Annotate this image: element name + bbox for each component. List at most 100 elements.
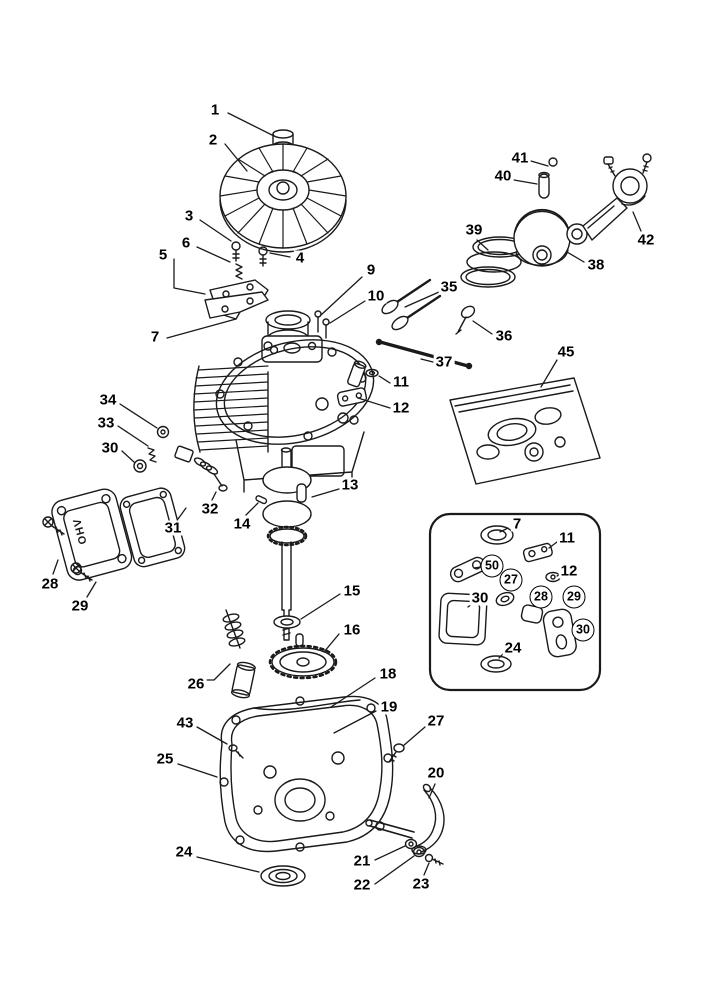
leader-line-1 xyxy=(227,112,275,137)
leader-line-37 xyxy=(420,358,434,363)
oil-seal xyxy=(260,865,306,887)
leader-line-7 xyxy=(166,318,237,339)
leader-line-21 xyxy=(374,845,406,861)
part-label-2: 2 xyxy=(206,131,220,149)
part-label-29: 29 xyxy=(562,585,586,609)
leader-line-16 xyxy=(323,633,340,653)
leader-line-5 xyxy=(173,258,206,295)
part-label-33: 33 xyxy=(95,414,117,432)
leader-line-27 xyxy=(402,726,426,747)
leader-line-18 xyxy=(330,677,376,708)
governor-parts xyxy=(133,425,228,492)
part-label-19: 19 xyxy=(378,698,400,716)
leader-line-36 xyxy=(472,320,493,335)
leader-line-28 xyxy=(52,559,59,575)
leader-line-4 xyxy=(269,252,291,258)
baffle-plate xyxy=(204,291,269,319)
part-label-31: 31 xyxy=(162,519,184,537)
leader-line-7 xyxy=(499,527,509,533)
part-label-25: 25 xyxy=(154,750,176,768)
leader-line-12 xyxy=(357,397,391,409)
valve-cover: OHV xyxy=(51,488,133,581)
leader-line-11 xyxy=(378,375,391,384)
part-label-12: 12 xyxy=(558,562,580,580)
part-label-45: 45 xyxy=(555,343,577,361)
leader-line-34 xyxy=(119,403,158,429)
connecting-rod xyxy=(566,153,652,245)
leader-line-43 xyxy=(196,726,228,745)
gasket-kit-bag xyxy=(449,377,601,485)
leader-line-31 xyxy=(177,507,187,520)
gasket-kit-box xyxy=(428,512,602,692)
leader-line-15 xyxy=(300,593,341,620)
part-label-30: 30 xyxy=(99,439,121,457)
part-label-13: 13 xyxy=(339,476,361,494)
leader-line-39 xyxy=(476,239,489,251)
part-label-24: 24 xyxy=(173,843,195,861)
part-label-27: 27 xyxy=(425,712,447,730)
cylinder-block xyxy=(193,310,375,493)
part-label-30: 30 xyxy=(469,589,491,607)
part-label-28: 28 xyxy=(39,575,61,593)
part-label-42: 42 xyxy=(635,231,657,249)
part-label-16: 16 xyxy=(341,621,363,639)
leader-line-45 xyxy=(540,359,558,388)
part-label-23: 23 xyxy=(410,875,432,893)
dipstick-tube xyxy=(365,783,445,866)
part-label-37: 37 xyxy=(433,353,455,371)
part-label-39: 39 xyxy=(463,221,485,239)
part-label-7: 7 xyxy=(148,328,162,346)
leader-line-6 xyxy=(196,246,231,263)
part-label-35: 35 xyxy=(438,278,460,296)
leader-line-42 xyxy=(632,211,642,232)
part-label-20: 20 xyxy=(425,764,447,782)
leader-line-25 xyxy=(177,763,218,778)
leader-line-41 xyxy=(530,160,549,167)
leader-line-40 xyxy=(513,179,538,185)
leader-line-19 xyxy=(333,710,377,734)
cover-bolts xyxy=(42,516,93,582)
leader-line-38 xyxy=(566,251,585,263)
leader-line-9 xyxy=(320,276,363,316)
leader-line-13 xyxy=(311,488,340,498)
part-label-11: 11 xyxy=(557,529,577,547)
part-label-12: 12 xyxy=(390,399,412,417)
leader-line-22 xyxy=(374,855,415,885)
part-label-29: 29 xyxy=(69,597,91,615)
leader-lines xyxy=(52,112,642,885)
thrust-washer xyxy=(273,615,301,629)
part-label-15: 15 xyxy=(341,582,363,600)
wrist-pin xyxy=(538,157,558,199)
part-label-27: 27 xyxy=(499,568,523,592)
leader-line-14 xyxy=(245,502,259,516)
part-label-14: 14 xyxy=(231,515,253,533)
leader-line-2 xyxy=(224,143,248,172)
part-label-40: 40 xyxy=(492,167,514,185)
leader-line-26 xyxy=(206,663,231,681)
sump-bolts xyxy=(228,743,405,763)
spacer-and-gasket xyxy=(336,368,379,407)
part-label-34: 34 xyxy=(97,391,119,409)
part-label-30: 30 xyxy=(571,618,595,642)
part-label-21: 21 xyxy=(351,852,373,870)
part-label-28: 28 xyxy=(529,585,553,609)
crankshaft xyxy=(255,447,312,641)
part-label-41: 41 xyxy=(509,149,531,167)
leader-line-29 xyxy=(86,581,97,598)
part-label-1: 1 xyxy=(208,101,222,119)
valve-cover-gasket xyxy=(119,487,186,568)
leader-line-35 xyxy=(404,291,440,308)
sump-cover xyxy=(219,695,394,853)
leader-line-23 xyxy=(423,862,430,876)
part-label-4: 4 xyxy=(293,249,307,267)
piston xyxy=(513,208,571,267)
part-label-3: 3 xyxy=(182,207,196,225)
part-label-22: 22 xyxy=(351,876,373,894)
leader-line-30 xyxy=(121,450,135,463)
leader-line-11 xyxy=(548,541,558,549)
flywheel xyxy=(219,143,347,253)
leader-line-33 xyxy=(117,425,149,447)
